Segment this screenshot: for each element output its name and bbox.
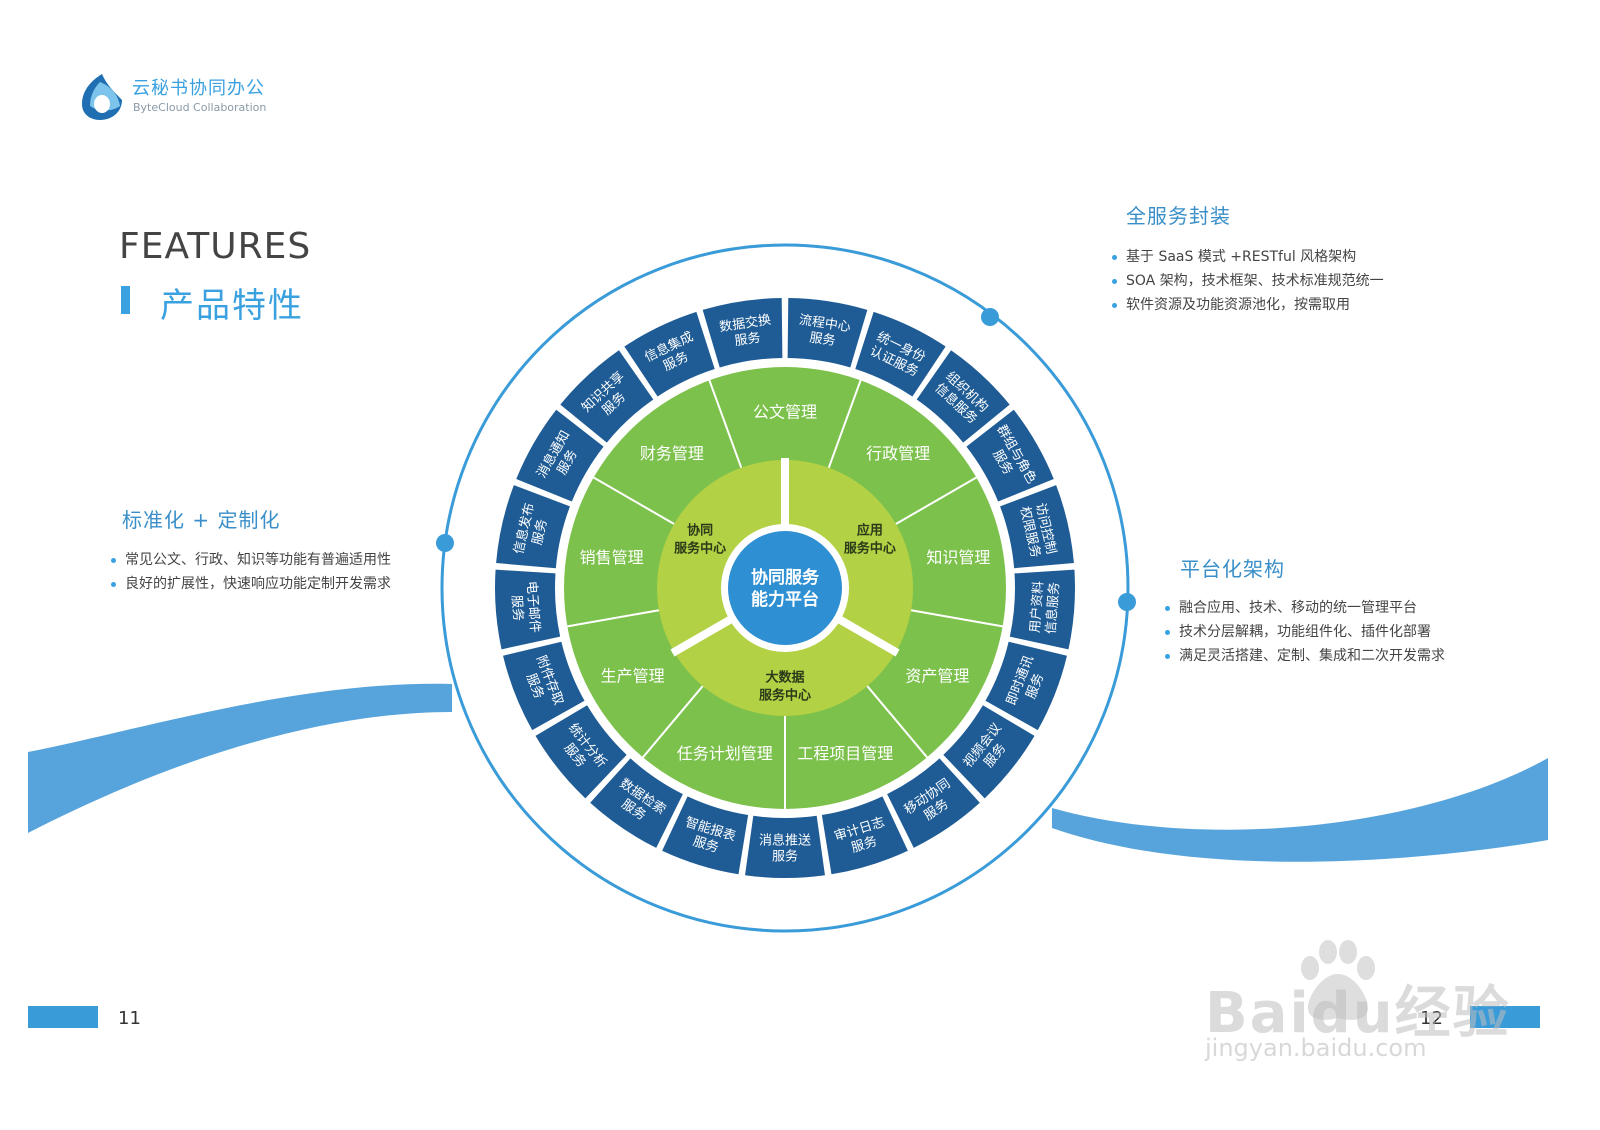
list-item: 技术分层解耦，功能组件化、插件化部署 (1165, 620, 1445, 644)
service-segment (496, 485, 570, 569)
outer-orbit-ring (440, 243, 1130, 933)
orbit-dot (981, 308, 999, 326)
module-label: 行政管理 (866, 444, 930, 463)
module-divider (866, 685, 928, 758)
features-heading: FEATURES (119, 226, 312, 267)
service-segment (985, 641, 1067, 731)
service-label: 数据交换服务 (718, 312, 774, 351)
service-segment (662, 796, 749, 875)
module-label: 任务计划管理 (677, 744, 773, 763)
module-label: 知识管理 (926, 548, 990, 567)
orbit-dot (1118, 593, 1136, 611)
module-divider (895, 476, 977, 525)
service-segment (624, 311, 715, 397)
service-segment (503, 641, 585, 731)
left-page-number: 11 (118, 1008, 141, 1029)
list-item: 常见公文、行政、知识等功能有普遍适用性 (111, 548, 391, 572)
inner-divider (836, 615, 900, 657)
module-label: 公文管理 (753, 403, 817, 422)
module-divider (910, 609, 1003, 628)
service-segment (535, 705, 627, 799)
service-segment (855, 311, 946, 397)
right-block-list: 融合应用、技术、移动的统一管理平台 技术分层解耦，功能组件化、插件化部署 满足灵… (1165, 596, 1445, 668)
left-block-list: 常见公文、行政、知识等功能有普遍适用性 良好的扩展性，快速响应功能定制开发需求 (111, 548, 391, 596)
module-divider (708, 379, 743, 469)
module-divider (567, 609, 660, 628)
service-segment (702, 298, 783, 368)
service-segment (821, 796, 908, 875)
service-center-label: 协同服务中心 (674, 523, 726, 557)
bytecloud-logo-icon (82, 74, 122, 120)
inner-divider (670, 615, 734, 657)
module-divider (593, 476, 675, 525)
service-label: 流程中心服务 (796, 313, 852, 351)
service-segment (1000, 485, 1074, 569)
service-label: 消息推送服务 (759, 833, 811, 865)
right-page-bar (1470, 1006, 1540, 1028)
logo-title: 云秘书协同办公 (132, 78, 265, 99)
heading-accent-bar (121, 286, 130, 314)
watermark-url: jingyan.baidu.com (1205, 1034, 1427, 1062)
right-page-number: 12 (1420, 1008, 1443, 1029)
list-item: SOA 架构，技术框架、技术标准规范统一 (1112, 269, 1384, 293)
service-center-label: 大数据服务中心 (759, 670, 811, 704)
left-block-title: 标准化 + 定制化 (122, 508, 281, 532)
list-item: 良好的扩展性，快速响应功能定制开发需求 (111, 572, 391, 596)
list-item: 融合应用、技术、移动的统一管理平台 (1165, 596, 1445, 620)
module-divider (827, 379, 862, 469)
list-item: 基于 SaaS 模式 +RESTful 风格架构 (1112, 245, 1384, 269)
service-segment (887, 758, 980, 848)
product-features-heading: 产品特性 (160, 286, 304, 326)
top-right-block-title: 全服务封装 (1126, 204, 1231, 228)
service-segment (966, 409, 1054, 502)
module-label: 财务管理 (640, 444, 704, 463)
service-segment (495, 569, 561, 650)
module-label: 生产管理 (601, 667, 665, 686)
module-divider (642, 685, 704, 758)
center-hub-label: 协同服务能力平台 (751, 567, 820, 610)
list-item: 软件资源及功能资源池化，按需取用 (1112, 293, 1384, 317)
watermark-brand: Baidu经验 (1205, 981, 1511, 1046)
service-center-label: 应用服务中心 (844, 523, 896, 557)
service-segment (787, 298, 868, 368)
orbit-dot (436, 534, 454, 552)
service-segment (516, 409, 604, 502)
right-wave (1052, 758, 1548, 862)
service-segment (745, 815, 825, 878)
right-block-title: 平台化架构 (1180, 557, 1285, 581)
list-item: 满足灵活搭建、定制、集成和二次开发需求 (1165, 644, 1445, 668)
module-label: 资产管理 (905, 667, 969, 686)
service-segment (943, 705, 1035, 799)
top-right-block-list: 基于 SaaS 模式 +RESTful 风格架构 SOA 架构，技术框架、技术标… (1112, 245, 1384, 317)
module-label: 销售管理 (580, 548, 644, 567)
service-label: 电子邮件服务 (507, 580, 542, 634)
service-segment (916, 350, 1010, 443)
service-segment (560, 350, 654, 443)
service-segment (1009, 569, 1076, 650)
left-page-bar (28, 1006, 98, 1028)
baidu-paw-icon (1301, 940, 1375, 1020)
service-segment (590, 758, 683, 848)
center-hub (728, 531, 842, 645)
logo-subtitle: ByteCloud Collaboration (133, 101, 267, 114)
module-label: 工程项目管理 (797, 744, 893, 763)
left-wave (28, 683, 452, 833)
service-label: 用户资料信息服务 (1027, 580, 1063, 634)
